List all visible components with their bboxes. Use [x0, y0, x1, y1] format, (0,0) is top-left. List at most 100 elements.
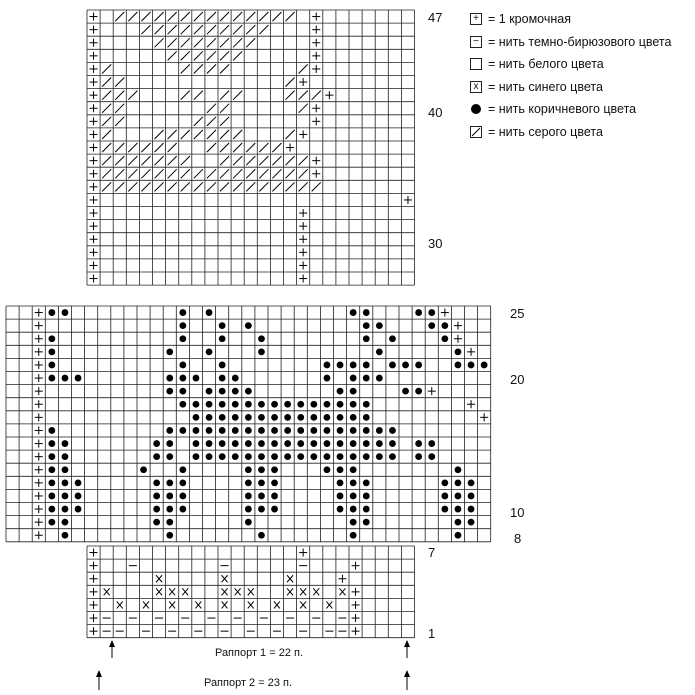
- grey-stitch-mark: [245, 155, 256, 166]
- brown-stitch-mark: [375, 440, 383, 447]
- brown-stitch-mark: [48, 440, 56, 447]
- brown-stitch-mark: [310, 453, 318, 461]
- brown-stitch-mark: [244, 453, 252, 461]
- brown-stitch-mark: [166, 440, 174, 447]
- grey-stitch-mark: [193, 90, 204, 101]
- legend-label: = нить белого цвета: [488, 57, 604, 72]
- brown-stitch-mark: [349, 413, 357, 421]
- blue-stitch-mark: [181, 588, 189, 596]
- grey-stitch-mark: [311, 90, 322, 101]
- legend-label: = 1 кромочная: [488, 12, 571, 27]
- grey-stitch-mark: [180, 24, 191, 35]
- brown-stitch-mark: [258, 400, 265, 408]
- blue-stitch-mark: [339, 588, 346, 596]
- blue-stitch-mark: [234, 588, 242, 596]
- brown-stitch-mark: [74, 505, 82, 513]
- blue-stitch-mark: [312, 588, 320, 596]
- brown-stitch-mark: [454, 531, 462, 539]
- grey-stitch-mark: [141, 142, 151, 153]
- grey-stitch-mark: [219, 90, 230, 101]
- brown-stitch-mark: [362, 361, 370, 369]
- grey-stitch-mark: [141, 11, 151, 22]
- brown-stitch-mark: [349, 531, 357, 539]
- brown-stitch-mark: [61, 492, 69, 500]
- brown-stitch-mark: [441, 479, 449, 487]
- brown-stitch-mark: [218, 387, 226, 395]
- grey-stitch-mark: [167, 37, 178, 48]
- brown-stitch-mark: [61, 531, 69, 539]
- grey-stitch-mark: [219, 129, 230, 140]
- grey-stitch-mark: [101, 103, 112, 114]
- grey-stitch-mark: [193, 168, 204, 179]
- brown-stitch-mark: [192, 453, 200, 461]
- blue-stitch-mark: [286, 588, 294, 596]
- brown-stitch-mark: [323, 413, 331, 421]
- brown-stitch-mark: [179, 387, 187, 395]
- grey-stitch-mark: [219, 64, 230, 74]
- grey-stitch-mark: [101, 77, 112, 87]
- grey-stitch-mark: [258, 181, 269, 192]
- brown-stitch-mark: [61, 309, 69, 316]
- brown-stitch-mark: [349, 309, 357, 316]
- grey-stitch-mark: [114, 142, 125, 153]
- brown-stitch-mark: [218, 413, 226, 421]
- brown-stitch-mark: [323, 440, 331, 447]
- grey-stitch-mark: [101, 168, 112, 179]
- brown-stitch-mark: [179, 492, 187, 500]
- grey-stitch-mark: [167, 142, 178, 153]
- grey-stitch-mark: [206, 50, 217, 61]
- brown-stitch-mark: [362, 374, 370, 382]
- brown-stitch-mark: [231, 387, 239, 395]
- grey-stitch-mark: [154, 142, 164, 153]
- brown-stitch-mark: [192, 440, 200, 447]
- brown-stitch-mark: [244, 492, 252, 500]
- brown-stitch-mark: [415, 361, 423, 369]
- brown-stitch-mark: [415, 387, 423, 395]
- brown-stitch-mark: [218, 400, 226, 408]
- brown-stitch-mark: [74, 479, 82, 487]
- dot-icon: [470, 103, 482, 115]
- brown-stitch-mark: [218, 322, 226, 330]
- brown-stitch-mark: [153, 505, 161, 513]
- row-number-label: 30: [428, 236, 442, 251]
- brown-stitch-mark: [271, 427, 278, 434]
- grey-stitch-mark: [114, 181, 125, 192]
- blue-stitch-mark: [155, 574, 163, 583]
- brown-stitch-mark: [467, 479, 475, 487]
- grey-stitch-mark: [127, 142, 138, 153]
- brown-stitch-mark: [192, 400, 200, 408]
- grey-stitch-mark: [245, 168, 256, 179]
- grey-stitch-mark: [206, 103, 217, 114]
- legend-item: = нить серого цвета: [470, 121, 671, 144]
- grey-stitch-mark: [154, 24, 164, 35]
- grey-stitch-mark: [258, 11, 269, 22]
- brown-stitch-mark: [258, 348, 265, 356]
- grey-stitch-mark: [114, 103, 125, 114]
- grey-stitch-mark: [206, 37, 217, 48]
- grey-stitch-mark: [272, 11, 282, 22]
- brown-stitch-mark: [336, 387, 344, 395]
- brown-stitch-mark: [323, 466, 331, 474]
- grey-stitch-mark: [180, 181, 191, 192]
- grey-stitch-mark: [154, 37, 164, 48]
- grey-stitch-mark: [180, 37, 191, 48]
- brown-stitch-mark: [218, 440, 226, 447]
- repeat-2-label: Раппорт 2 = 23 п.: [204, 677, 292, 689]
- grey-stitch-mark: [167, 181, 178, 192]
- brown-stitch-mark: [336, 440, 344, 447]
- brown-stitch-mark: [74, 492, 82, 500]
- brown-stitch-mark: [349, 453, 357, 461]
- brown-stitch-mark: [362, 413, 370, 421]
- brown-stitch-mark: [297, 427, 305, 434]
- grey-stitch-mark: [127, 155, 138, 166]
- row-number-label: 20: [510, 372, 524, 387]
- legend: + = 1 кромочная − = нить темно-бирюзовог…: [470, 8, 671, 143]
- grey-stitch-mark: [167, 129, 178, 140]
- brown-stitch-mark: [336, 361, 344, 369]
- brown-stitch-mark: [323, 453, 331, 461]
- grey-stitch-mark: [180, 64, 191, 74]
- grey-stitch-mark: [206, 142, 217, 153]
- grey-stitch-mark: [167, 24, 178, 35]
- brown-stitch-mark: [375, 374, 383, 382]
